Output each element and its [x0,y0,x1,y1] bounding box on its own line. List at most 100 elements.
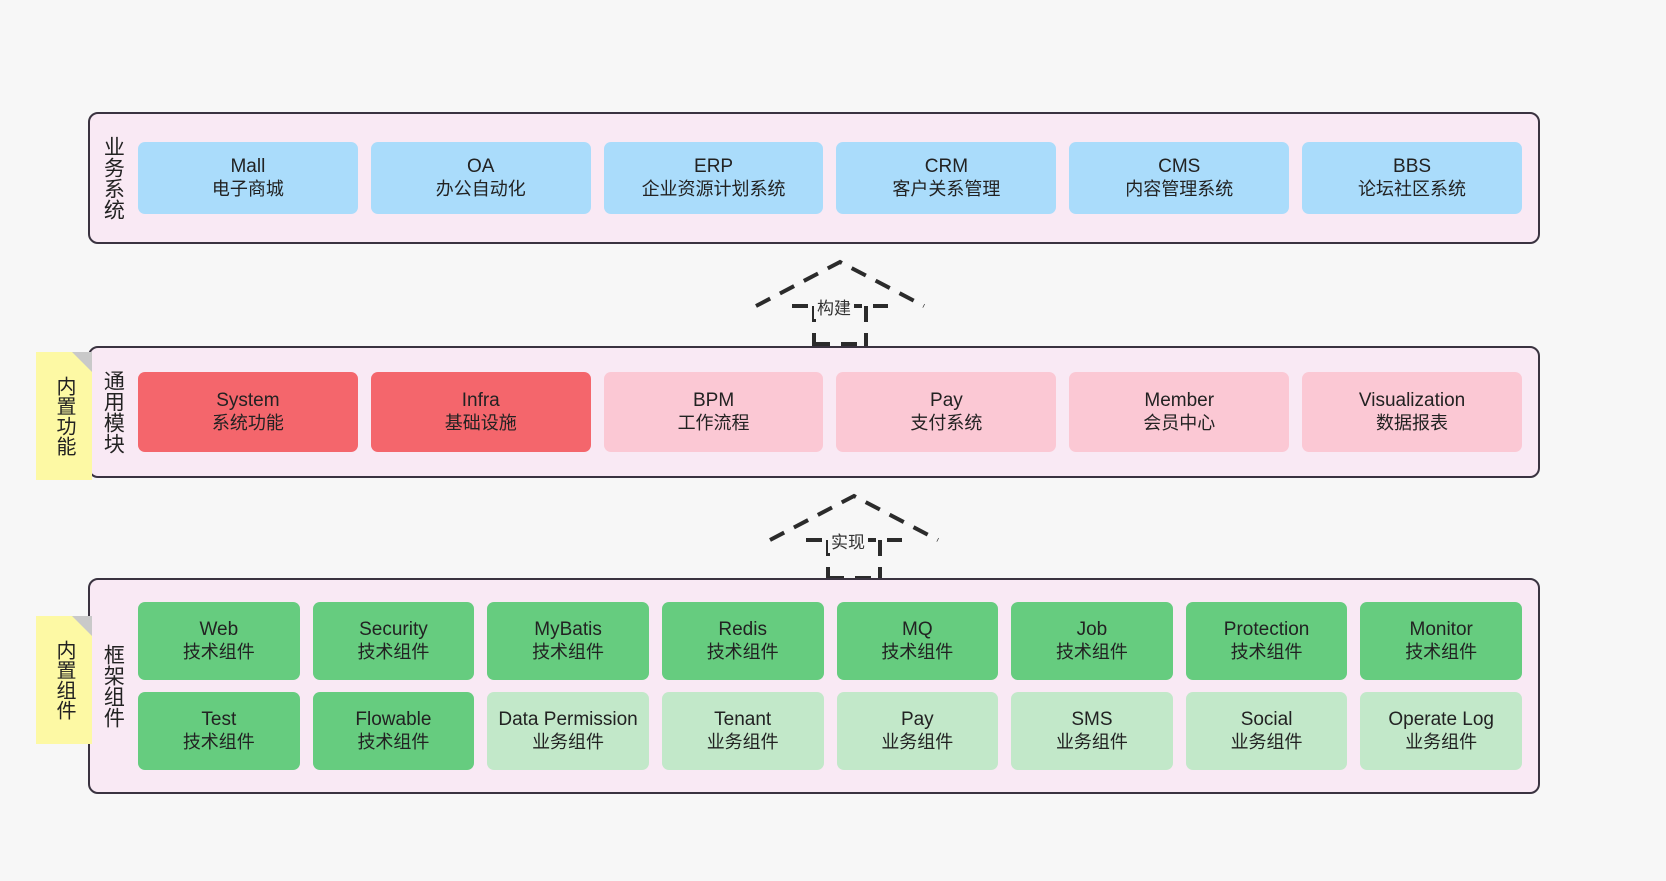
node-flowable-sub: 技术组件 [357,731,430,752]
framework-row-technical: Web 技术组件 Security 技术组件 MyBatis 技术组件 Redi… [138,602,1522,680]
node-monitor-name: Monitor [1409,619,1473,641]
node-crm-name: CRM [924,156,969,178]
node-system-sub: 系统功能 [211,412,284,433]
node-mall[interactable]: Mall 电子商城 [138,142,358,214]
node-bbs[interactable]: BBS 论坛社区系统 [1302,142,1522,214]
node-cms[interactable]: CMS 内容管理系统 [1069,142,1290,214]
node-bbs-name: BBS [1393,156,1432,178]
layer-common-modules: 通用模块 System 系统功能 Infra 基础设施 BPM 工作流程 Pay… [88,346,1540,478]
node-security[interactable]: Security 技术组件 [312,602,475,680]
node-social-name: Social [1240,709,1293,731]
node-mq[interactable]: MQ 技术组件 [836,602,999,680]
node-mq-sub: 技术组件 [881,641,954,662]
node-sms[interactable]: SMS 业务组件 [1011,692,1173,770]
node-mybatis-name: MyBatis [534,619,602,641]
connector-implement-label: 实现 [828,528,868,553]
sticky-note-builtin-functions[interactable]: 内置功能 [36,352,92,480]
node-protection-name: Protection [1223,619,1310,641]
node-pay-module-name: Pay [930,390,963,412]
node-social-sub: 业务组件 [1230,731,1303,752]
node-redis-name: Redis [718,619,767,641]
node-web[interactable]: Web 技术组件 [138,602,300,680]
node-mall-sub: 电子商城 [211,178,284,199]
business-systems-node-row: Mall 电子商城 OA 办公自动化 ERP 企业资源计划系统 CRM 客户关系… [134,114,1538,242]
framework-components-grid: Web 技术组件 Security 技术组件 MyBatis 技术组件 Redi… [134,580,1538,792]
node-job[interactable]: Job 技术组件 [1011,602,1173,680]
node-system-name: System [216,390,280,412]
framework-row-business: Test 技术组件 Flowable 技术组件 Data Permission … [138,692,1522,770]
node-tenant-sub: 业务组件 [706,731,779,752]
node-protection-sub: 技术组件 [1230,641,1303,662]
layer-framework-components: 框架组件 Web 技术组件 Security 技术组件 MyBatis 技术组件… [88,578,1540,794]
node-data-permission[interactable]: Data Permission 业务组件 [487,692,649,770]
node-infra[interactable]: Infra 基础设施 [370,372,591,452]
node-cms-name: CMS [1158,156,1201,178]
layer-business-systems-label: 业务系统 [101,136,125,220]
node-data-permission-sub: 业务组件 [532,731,605,752]
node-bpm[interactable]: BPM 工作流程 [603,372,824,452]
connector-build-label: 构建 [814,294,854,319]
node-data-permission-name: Data Permission [498,709,638,731]
node-erp-sub: 企业资源计划系统 [641,178,786,199]
node-oa[interactable]: OA 办公自动化 [370,142,591,214]
node-pay-component-sub: 业务组件 [881,731,954,752]
node-redis[interactable]: Redis 技术组件 [661,602,824,680]
node-erp[interactable]: ERP 企业资源计划系统 [603,142,824,214]
node-web-sub: 技术组件 [182,641,255,662]
node-infra-name: Infra [461,390,500,412]
node-infra-sub: 基础设施 [444,412,517,433]
node-mybatis[interactable]: MyBatis 技术组件 [487,602,649,680]
node-redis-sub: 技术组件 [706,641,779,662]
node-member[interactable]: Member 会员中心 [1069,372,1290,452]
node-social[interactable]: Social 业务组件 [1185,692,1348,770]
layer-framework-components-label: 框架组件 [101,644,125,728]
node-sms-name: SMS [1071,709,1113,731]
node-oa-name: OA [467,156,495,178]
node-member-sub: 会员中心 [1143,412,1216,433]
node-monitor[interactable]: Monitor 技术组件 [1360,602,1522,680]
node-flowable-name: Flowable [355,709,432,731]
node-test[interactable]: Test 技术组件 [138,692,300,770]
node-cms-sub: 内容管理系统 [1125,178,1234,199]
node-crm-sub: 客户关系管理 [892,178,1001,199]
node-sms-sub: 业务组件 [1055,731,1128,752]
node-operate-log[interactable]: Operate Log 业务组件 [1360,692,1522,770]
node-bpm-name: BPM [692,390,735,412]
node-visualization[interactable]: Visualization 数据报表 [1302,372,1522,452]
node-operate-log-sub: 业务组件 [1405,731,1478,752]
node-erp-name: ERP [694,156,734,178]
node-flowable[interactable]: Flowable 技术组件 [312,692,475,770]
node-system[interactable]: System 系统功能 [138,372,358,452]
node-pay-component-name: Pay [900,709,934,731]
arrow-head-outline [755,259,925,308]
sticky-note-builtin-functions-label: 内置功能 [53,376,75,456]
node-crm[interactable]: CRM 客户关系管理 [836,142,1057,214]
layer-business-systems: 业务系统 Mall 电子商城 OA 办公自动化 ERP 企业资源计划系统 CRM… [88,112,1540,244]
node-visualization-sub: 数据报表 [1376,412,1449,433]
node-tenant[interactable]: Tenant 业务组件 [661,692,824,770]
sticky-fold-corner-icon [72,352,92,372]
node-mybatis-sub: 技术组件 [532,641,605,662]
node-pay-component[interactable]: Pay 业务组件 [836,692,999,770]
node-pay-module-sub: 支付系统 [910,412,983,433]
sticky-note-builtin-components[interactable]: 内置组件 [36,616,92,744]
connector-implement-arrow: 实现 [766,492,942,580]
node-security-name: Security [359,619,428,641]
node-visualization-name: Visualization [1358,390,1466,412]
arrow-head-outline [769,493,939,542]
node-pay-module[interactable]: Pay 支付系统 [836,372,1057,452]
node-job-name: Job [1076,619,1108,641]
node-operate-log-name: Operate Log [1388,709,1494,731]
node-bpm-sub: 工作流程 [677,412,750,433]
node-test-sub: 技术组件 [182,731,255,752]
node-member-name: Member [1144,390,1215,412]
node-bbs-sub: 论坛社区系统 [1358,178,1467,199]
connector-build-arrow: 构建 [752,258,928,346]
layer-common-modules-label: 通用模块 [101,370,125,454]
sticky-note-builtin-components-label: 内置组件 [53,640,75,720]
node-web-name: Web [199,619,239,641]
node-job-sub: 技术组件 [1055,641,1128,662]
node-protection[interactable]: Protection 技术组件 [1185,602,1348,680]
node-mall-name: Mall [230,156,266,178]
node-mq-name: MQ [902,619,933,641]
